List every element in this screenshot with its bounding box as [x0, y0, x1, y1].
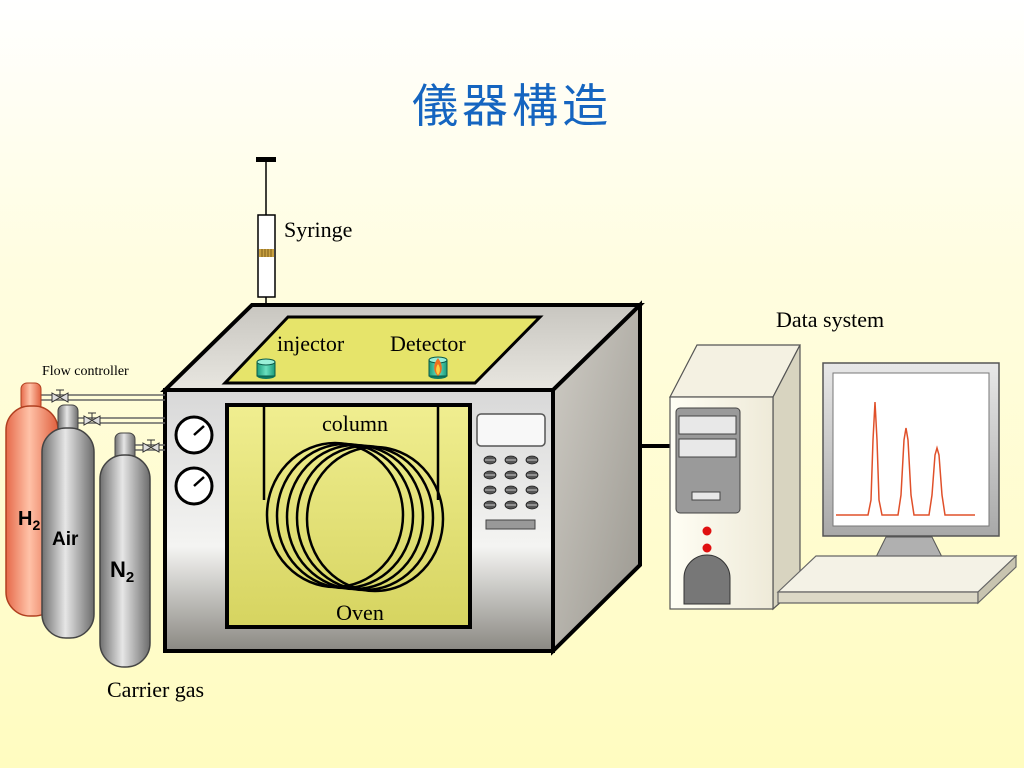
injector-port: [256, 358, 276, 379]
syringe-label: Syringe: [284, 217, 352, 242]
keyboard: [776, 554, 1018, 605]
data-system-label: Data system: [776, 307, 884, 332]
column-coil: [262, 405, 445, 593]
pressure-gauge-icon: [174, 415, 214, 455]
flow-controller-label: Flow controller: [42, 364, 129, 379]
pressure-gauge-icon: [174, 466, 214, 506]
valve-icon: [142, 439, 160, 453]
page-title: 儀器構造: [412, 79, 612, 133]
air-cylinder: [41, 404, 95, 639]
n2-label: N2: [110, 557, 134, 586]
oven-label: Oven: [336, 600, 384, 625]
control-panel: [476, 413, 546, 530]
injector-label: injector: [277, 331, 345, 356]
valve-icon: [51, 389, 69, 403]
column-label: column: [322, 411, 388, 436]
valve-icon: [83, 412, 101, 426]
detector-flame-icon: [428, 356, 448, 379]
chromatogram-trace: [836, 401, 975, 516]
h2-label: H2: [18, 508, 40, 533]
detector-label: Detector: [390, 331, 466, 356]
computer-tower: [669, 344, 801, 611]
n2-cylinder: [99, 432, 151, 668]
air-label: Air: [52, 529, 79, 550]
monitor: [822, 362, 1000, 558]
carrier-gas-label: Carrier gas: [107, 677, 204, 702]
